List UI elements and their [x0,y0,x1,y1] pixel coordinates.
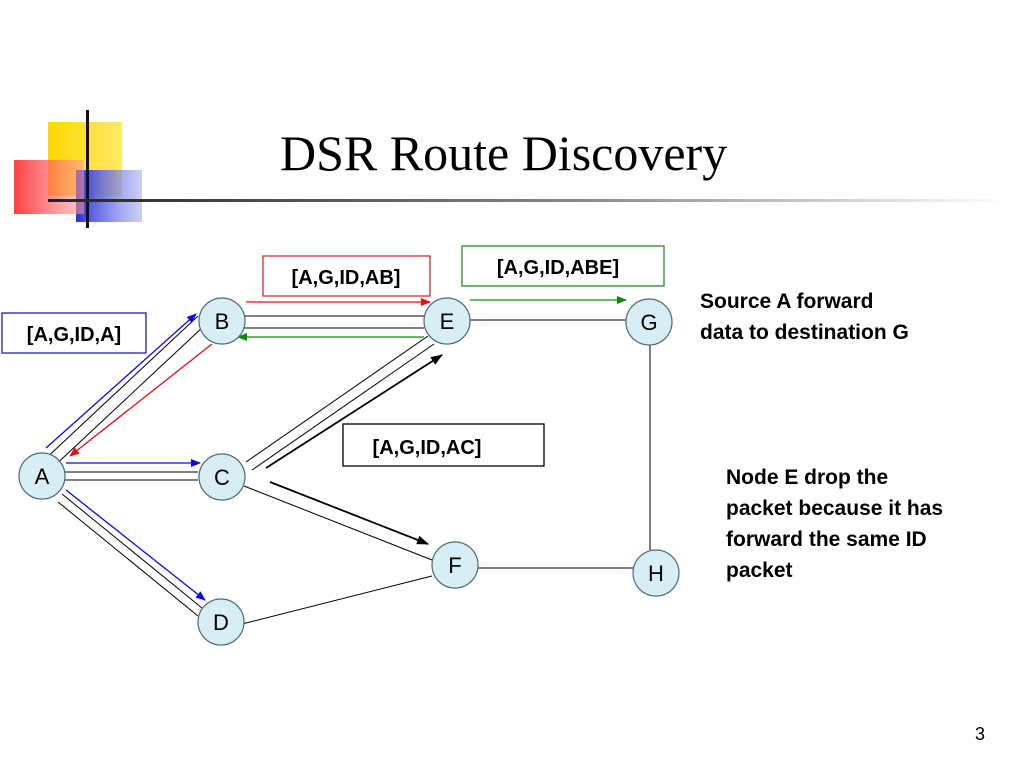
note-forward-line-2: data to destination G [700,321,909,344]
link-c-f [243,485,433,561]
svg-text:[A,G,ID,AC]: [A,G,ID,AC] [373,437,482,459]
arrow-c-to-e [265,354,443,469]
note-drop-line-3: forward the same ID [726,528,927,551]
node-h: H [632,549,680,597]
arrow-b-to-a [69,343,213,457]
note-drop-line-1: Node E drop the [726,466,889,489]
note-forward: Source A forward data to destination G [700,286,909,348]
svg-text:B: B [215,309,230,334]
svg-text:F: F [448,553,461,578]
packet-label-a: [A,G,ID,A] [1,312,147,354]
svg-text:[A,G,ID,A]: [A,G,ID,A] [27,324,121,346]
svg-text:C: C [214,465,230,490]
link-a-b [41,315,205,471]
packet-label-ac: [A,G,ID,AC] [342,423,545,467]
svg-text:D: D [213,610,229,635]
decor-vertical-line [86,110,89,228]
packet-label-ab: [A,G,ID,AB] [262,255,431,297]
arrow-a-to-b [45,313,197,449]
node-d: D [197,598,245,646]
link-c-e [245,335,435,471]
link-a-c [64,471,198,481]
node-b: B [198,297,246,345]
arrow-c-to-f [269,481,429,545]
note-drop-line-2: packet because it has [726,497,944,520]
node-e: E [423,297,471,345]
svg-text:A: A [35,464,50,489]
node-f: F [431,541,479,589]
packet-label-abe: [A,G,ID,ABE] [461,245,665,287]
svg-text:E: E [440,309,455,334]
page-title: DSR Route Discovery [280,125,728,181]
page-number: 3 [975,724,986,744]
svg-text:H: H [648,561,664,586]
note-drop: Node E drop the packet because it has fo… [726,462,943,586]
title-underline [48,199,1008,202]
link-b-e [244,315,424,329]
svg-text:G: G [640,310,657,335]
link-d-f [241,575,433,625]
link-a-d [57,493,203,617]
svg-text:[A,G,ID,ABE]: [A,G,ID,ABE] [497,257,619,279]
arrow-a-to-d [65,489,206,601]
note-drop-line-4: packet [726,559,793,582]
slide-decoration [14,110,1008,228]
node-g: G [625,298,673,346]
decor-red-square [14,160,84,214]
node-c: C [198,453,246,501]
note-forward-line-1: Source A forward [700,290,874,313]
node-a: A [18,452,66,500]
svg-text:[A,G,ID,AB]: [A,G,ID,AB] [292,267,401,289]
